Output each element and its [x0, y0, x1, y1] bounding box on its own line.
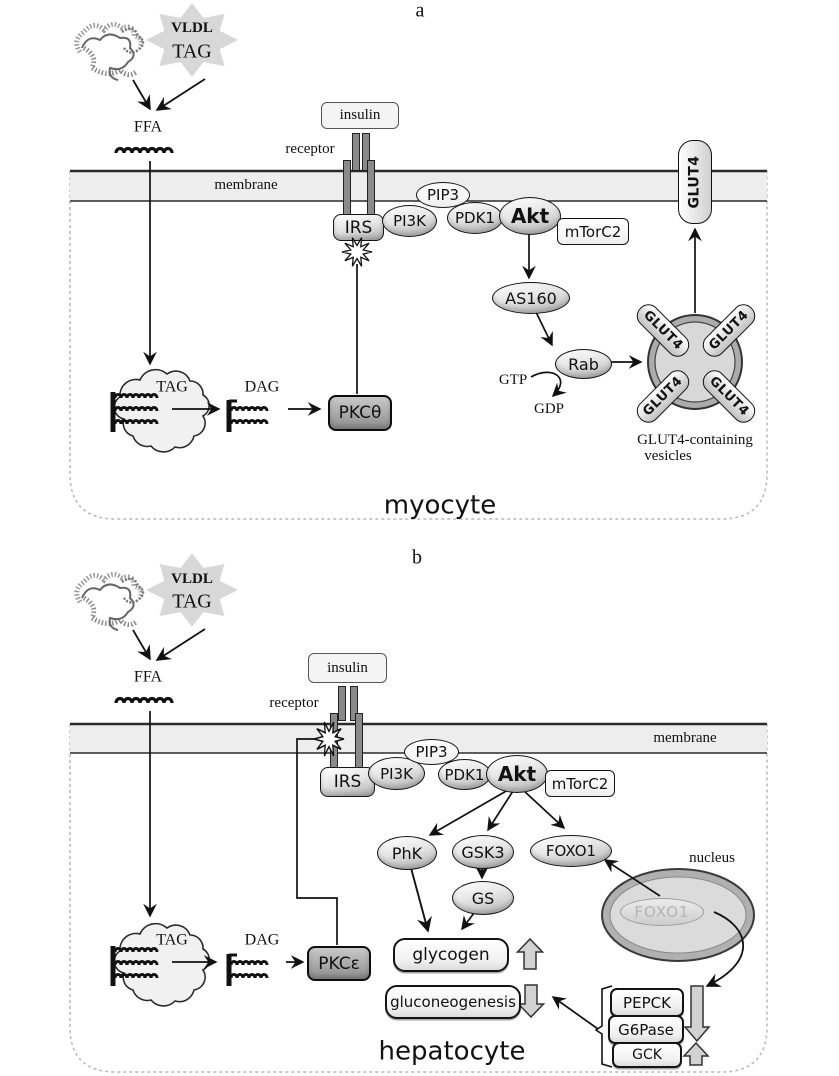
gs-node: GS — [452, 881, 514, 915]
nuclear-foxo1-node: FOXO1 — [620, 898, 704, 926]
phk-to-glycogen-arrow — [410, 867, 432, 933]
pkc-epsilon-node: PKCε — [307, 946, 371, 981]
panel-b-label: b — [412, 546, 422, 569]
gs-to-glycogen-arrow — [461, 912, 475, 931]
vesicle-caption-line2: vesicles — [644, 448, 692, 465]
tag-cloud-label-a: TAG — [156, 378, 188, 396]
receptor-label-a: receptor — [285, 141, 335, 158]
ffa-wavy-line-a — [114, 146, 174, 155]
vldl-star-text-line1-b: VLDL — [171, 571, 213, 588]
ffa-label-b: FFA — [133, 668, 163, 686]
gtp-gdp-curved-arrow — [530, 371, 567, 398]
akt-node-a: Akt — [499, 197, 561, 235]
receptor-label-b: receptor — [269, 695, 319, 712]
foxo1-node: FOXO1 — [530, 835, 612, 867]
panel-a-label: a — [415, 0, 425, 22]
vldl-star-text-line2-b: TAG — [172, 590, 212, 613]
vldl-to-ffa-arrows-b — [132, 628, 206, 661]
akt-node-b: Akt — [486, 755, 548, 793]
mtorc2-node-a: mTorC2 — [557, 218, 629, 245]
receptor-bar-b — [355, 713, 363, 769]
myocyte-cell-outline — [69, 169, 768, 520]
glycogen-up-arrow — [515, 937, 545, 970]
myocyte-label: myocyte — [383, 490, 497, 521]
nucleus-label: nucleus — [689, 850, 735, 867]
vldl-star-text-line2-a: TAG — [172, 40, 212, 63]
membrane-label-a: membrane — [214, 177, 278, 194]
rab-node: Rab — [555, 349, 612, 379]
as160-node: AS160 — [492, 282, 570, 314]
receptor-bar-b — [350, 686, 358, 721]
irs-node-b: IRS — [320, 767, 375, 797]
insulin-box-a: insulin — [321, 102, 399, 129]
vldl-to-ffa-arrows-a — [132, 78, 206, 111]
glycogen-box: glycogen — [393, 938, 509, 972]
pip3-node-a: PIP3 — [416, 182, 470, 208]
receptor-bar-b — [338, 686, 346, 721]
dag-label-a: DAG — [244, 378, 280, 396]
receptor-bar-a — [352, 133, 360, 171]
vesicle-caption-line1: GLUT4-containing — [637, 432, 753, 449]
nuclear-foxo1-export-arrow — [603, 859, 661, 897]
irs-inhibition-burst-a — [341, 237, 373, 267]
phk-node: PhK — [377, 836, 437, 870]
vldl-star-text-line1-a: VLDL — [171, 20, 213, 37]
tag-cloud-label-b: TAG — [156, 931, 188, 949]
pkc-to-receptor-line-b — [296, 738, 338, 945]
pkc-theta-node: PKCθ — [328, 395, 392, 431]
pepck-g6pase-down-arrow — [683, 985, 711, 1043]
hepatocyte-label: hepatocyte — [378, 1036, 526, 1067]
g6pase-box: G6Pase — [608, 1015, 684, 1044]
nucleus-to-genes-curved-arrow — [705, 911, 745, 987]
gck-box: GCK — [612, 1042, 682, 1068]
pepck-box: PEPCK — [610, 988, 684, 1017]
pi3k-node-b: PI3K — [368, 757, 425, 790]
block-arrows — [515, 937, 711, 1066]
membrane-label-b: membrane — [653, 730, 717, 747]
dag-label-b: DAG — [244, 931, 280, 949]
insulin-box-b: insulin — [308, 653, 387, 683]
gene-list-bracket — [594, 985, 613, 1068]
receptor-inhibition-burst-b — [313, 721, 345, 757]
gck-up-arrow — [682, 1041, 710, 1066]
as160-to-rab-arrow — [535, 311, 553, 347]
akt-downstream-arrows — [428, 789, 566, 836]
lipoprotein-illustration-a — [77, 24, 143, 80]
pdk1-node-b: PDK1 — [438, 759, 491, 790]
glut4-membrane-transporter: GLUT4 — [678, 140, 712, 224]
gsk3-node: GSK3 — [452, 835, 514, 869]
ffa-wavy-line-b — [114, 696, 174, 705]
ffa-label-a: FFA — [133, 118, 163, 136]
gluconeogenesis-box: gluconeogenesis — [385, 985, 521, 1019]
pdk1-node-a: PDK1 — [447, 202, 503, 234]
pi3k-node-a: PI3K — [382, 205, 437, 237]
receptor-bar-a — [362, 133, 370, 171]
gtp-label: GTP — [498, 372, 528, 389]
gdp-label: GDP — [533, 401, 565, 418]
mtorc2-node-b: mTorC2 — [545, 770, 615, 797]
genes-to-gluconeogenesis-arrow — [551, 996, 599, 1030]
irs-node-a: IRS — [333, 214, 384, 241]
lipoprotein-illustration-b — [77, 574, 143, 630]
